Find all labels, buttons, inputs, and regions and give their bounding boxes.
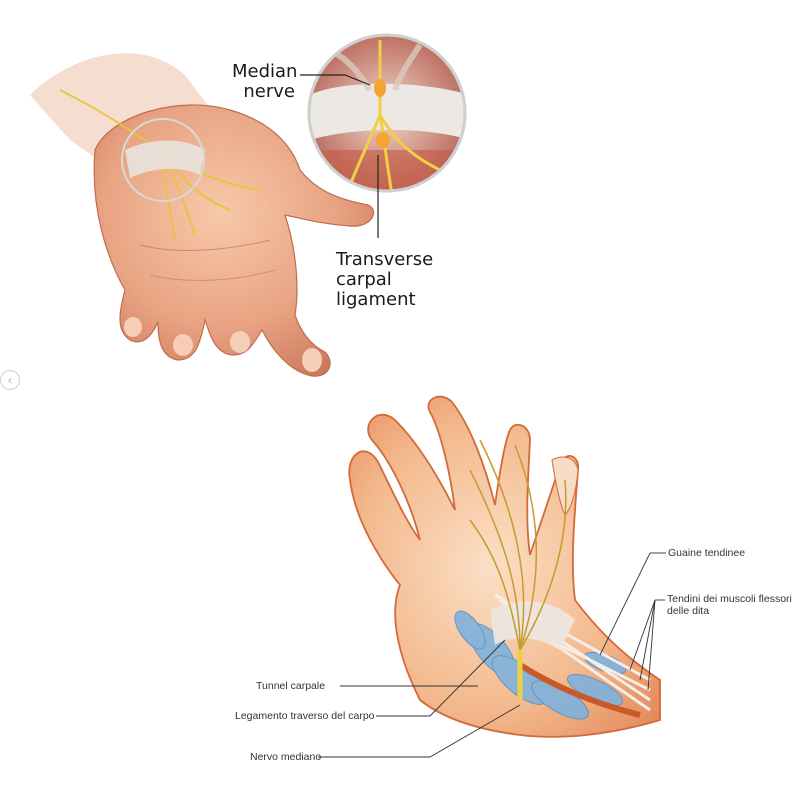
guaine-tendinee-label: Guaine tendinee bbox=[668, 547, 745, 559]
top-inset-magnified-view bbox=[309, 35, 470, 195]
tunnel-carpale-label: Tunnel carpale bbox=[256, 680, 325, 692]
tendini-flessori-line-2: delle dita bbox=[667, 605, 792, 617]
tendini-flessori-label: Tendini dei muscoli flessori delle dita bbox=[667, 593, 792, 617]
transverse-carpal-ligament-label: Transverse carpal ligament bbox=[336, 250, 433, 310]
median-nerve-label: Median nerve bbox=[232, 62, 295, 102]
legamento-traverso-label: Legamento traverso del carpo bbox=[235, 710, 375, 722]
median-nerve-label-line-1: Median bbox=[232, 62, 295, 82]
transverse-carpal-ligament-line-1: Transverse bbox=[336, 250, 433, 270]
nervo-mediano-label: Nervo mediano bbox=[250, 751, 321, 763]
chevron-left-icon[interactable]: ‹ bbox=[0, 370, 20, 390]
transverse-carpal-ligament-line-3: ligament bbox=[336, 290, 433, 310]
tendini-flessori-line-1: Tendini dei muscoli flessori bbox=[667, 593, 792, 605]
median-nerve-label-line-2: nerve bbox=[232, 82, 295, 102]
transverse-carpal-ligament-line-2: carpal bbox=[336, 270, 433, 290]
